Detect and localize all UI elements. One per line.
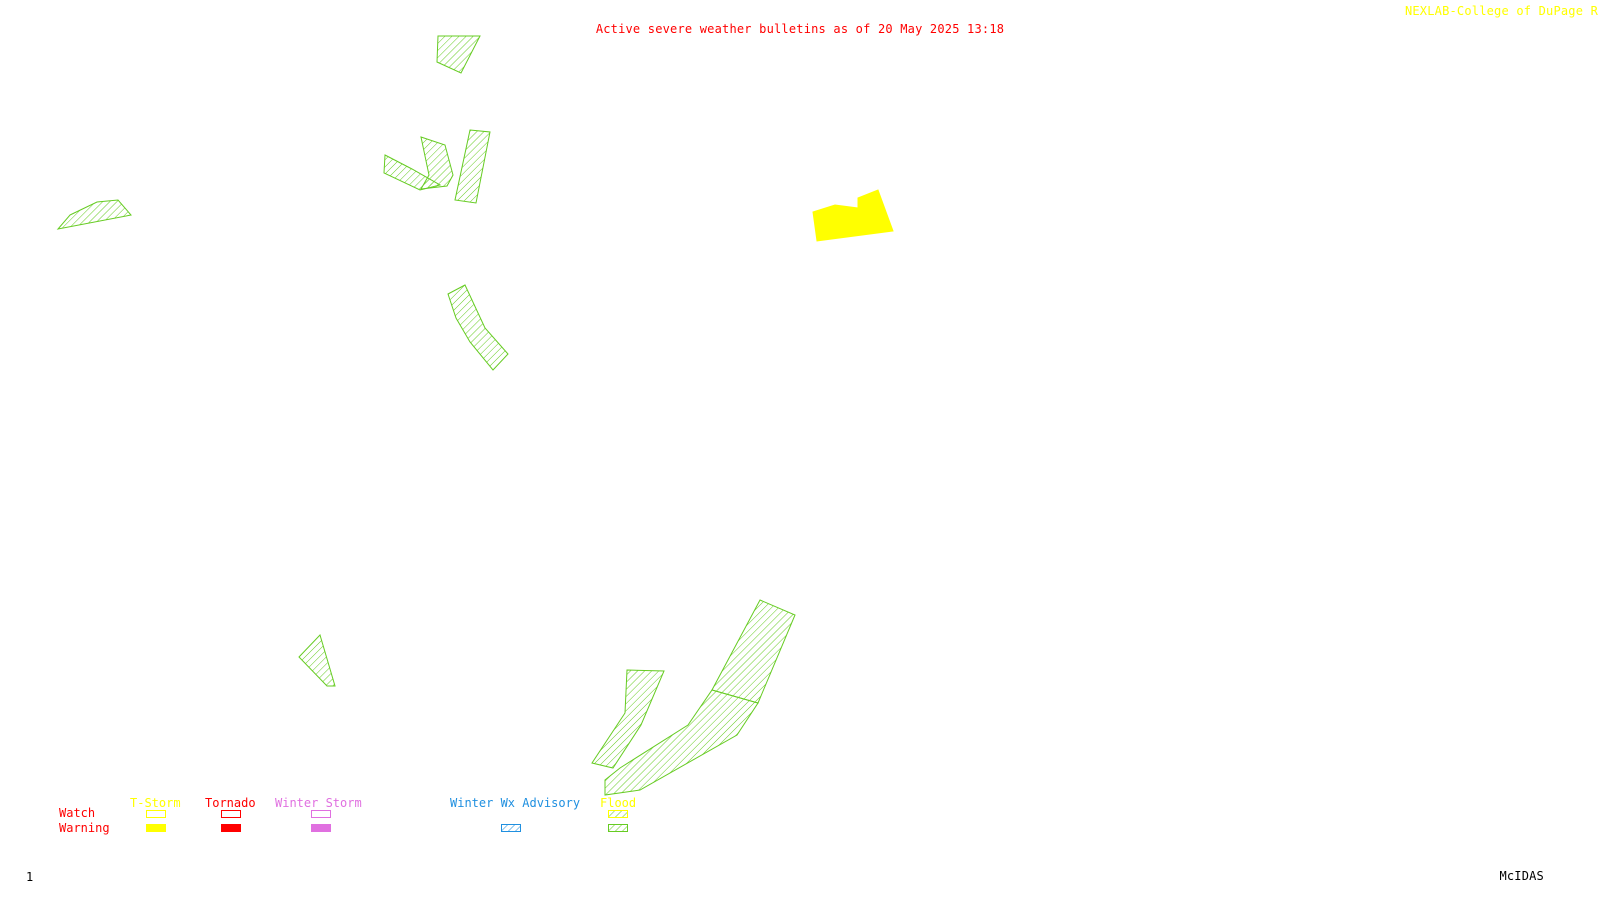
flood-warning-6 [447,284,509,371]
flood-warning-7 [298,634,336,687]
legend-flood-warning-swatch [608,824,628,832]
legend-tstorm-label: T-Storm [130,796,181,810]
legend-watch-row-label: Watch [59,806,96,820]
legend-tstorm-watch-swatch [146,810,166,818]
flood-warning-9 [711,599,796,704]
legend-winter-storm-label: Winter Storm [275,796,362,810]
tstorm-warning-1 [812,189,894,242]
flood-warning-8 [591,669,665,769]
legend-warning-row-label: Warning [59,821,110,835]
legend-flood-watch-swatch [608,810,628,818]
frame-number: 1 [26,870,34,884]
legend-winter-storm-warning-swatch [311,824,331,832]
legend-winter-storm-watch-swatch [311,810,331,818]
flood-warning-3 [420,136,454,190]
flood-warning-1 [436,35,481,74]
legend-tornado-watch-swatch [221,810,241,818]
legend-tornado-label: Tornado [205,796,256,810]
flood-warning-10 [604,689,759,796]
map-title: Active severe weather bulletins as of 20… [595,22,1005,36]
legend-tornado-warning-swatch [221,824,241,832]
legend-winter-wx-advisory-warning-swatch [501,824,521,832]
software-label: McIDAS [1499,869,1544,883]
legend-tstorm-warning-swatch [146,824,166,832]
flood-warning-4 [454,129,491,204]
flood-warning-5 [56,199,132,230]
credit-label: NEXLAB-College of DuPage R [1404,4,1598,18]
legend-winter-wx-advisory-label: Winter Wx Advisory [450,796,581,810]
legend-flood-label: Flood [600,796,637,810]
